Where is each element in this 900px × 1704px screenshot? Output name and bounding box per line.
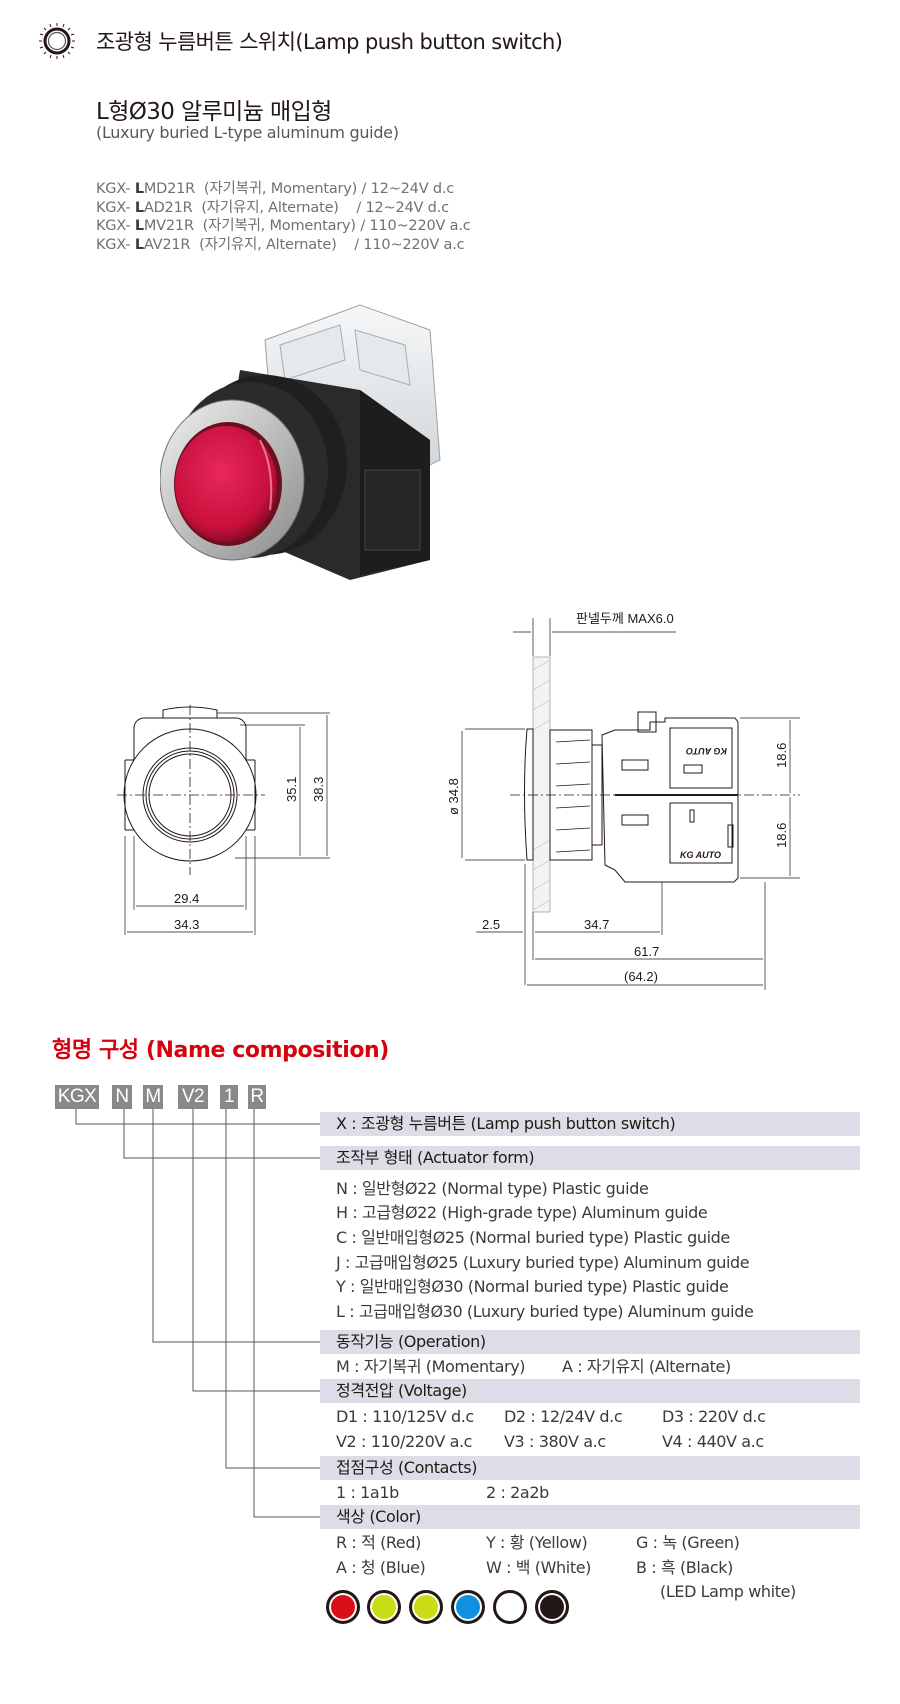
svg-text:61.7: 61.7 [634,944,659,959]
swatch-green [409,1590,443,1624]
model-row: KGX- LAV21R (자기유지, Alternate) / 110~220V… [96,236,465,253]
model-row: KGX- LMD21R (자기복귀, Momentary) / 12~24V d… [96,181,455,197]
svg-text:34.3: 34.3 [174,917,199,932]
dimension-drawing: 판넬두께 MAX6.0 29.4 34.3 35.1 38.3 ø 34.8 1… [117,611,800,990]
swatch-black [535,1590,569,1624]
svg-text:KG AUTO: KG AUTO [686,746,727,756]
product-title: L형Ø30 알루미늄 매입형 [96,99,332,125]
product-photo [159,300,480,580]
svg-text:KG AUTO: KG AUTO [680,850,721,860]
list-item: J : 고급매입형Ø25 (Luxury buried type) Alumin… [336,1253,750,1272]
color-note: (LED Lamp white) [660,1582,796,1601]
code-box-actuator: N [112,1085,132,1109]
svg-text:34.7: 34.7 [584,917,609,932]
list-item: N : 일반형Ø22 (Normal type) Plastic guide [336,1179,649,1198]
swatch-red [326,1590,360,1624]
code-box-operation: M [143,1085,163,1109]
section-header-actuator: 조작부 형태 (Actuator form) [320,1146,860,1170]
lamp-icon [36,20,78,62]
model-list: KGX- LMD21R (자기복귀, Momentary) / 12~24V d… [96,180,471,254]
swatch-yellow [367,1590,401,1624]
svg-text:38.3: 38.3 [311,777,326,802]
section-header-color: 색상 (Color) [320,1505,860,1529]
swatch-white [493,1590,527,1624]
connector-lines [75,1109,320,1518]
model-row: KGX- LMV21R (자기복귀, Momentary) / 110~220V… [96,218,471,234]
list-item: H : 고급형Ø22 (High-grade type) Aluminum gu… [336,1203,708,1222]
svg-text:(64.2): (64.2) [624,969,658,984]
svg-text:2.5: 2.5 [482,917,500,932]
svg-text:35.1: 35.1 [284,777,299,802]
svg-text:29.4: 29.4 [174,891,199,906]
list-item: L : 고급매입형Ø30 (Luxury buried type) Alumin… [336,1302,754,1321]
code-box-contacts: 1 [220,1085,238,1109]
section-header-contacts: 접점구성 (Contacts) [320,1456,860,1480]
model-row: KGX- LAD21R (자기유지, Alternate) / 12~24V d… [96,199,449,216]
svg-text:18.6: 18.6 [774,743,789,768]
code-box-color: R [248,1085,266,1109]
section-title: 형명 구성 (Name composition) [52,1038,389,1063]
product-subtitle: (Luxury buried L-type aluminum guide) [96,123,399,142]
list-item: C : 일반매입형Ø25 (Normal buried type) Plasti… [336,1228,730,1247]
page-title: 조광형 누름버튼 스위치(Lamp push button switch) [96,30,563,54]
section-header-voltage: 정격전압 (Voltage) [320,1379,860,1403]
swatch-blue [451,1590,485,1624]
svg-text:판넬두께 MAX6.0: 판넬두께 MAX6.0 [576,611,674,626]
section-header-operation: 동작기능 (Operation) [320,1330,860,1354]
svg-text:ø 34.8: ø 34.8 [446,778,461,815]
code-box-voltage: V2 [178,1085,208,1109]
svg-text:18.6: 18.6 [774,823,789,848]
code-box-series: KGX [55,1085,99,1109]
section-header-series: X : 조광형 누름버튼 (Lamp push button switch) [320,1112,860,1136]
list-item: Y : 일반매입형Ø30 (Normal buried type) Plasti… [336,1277,729,1296]
